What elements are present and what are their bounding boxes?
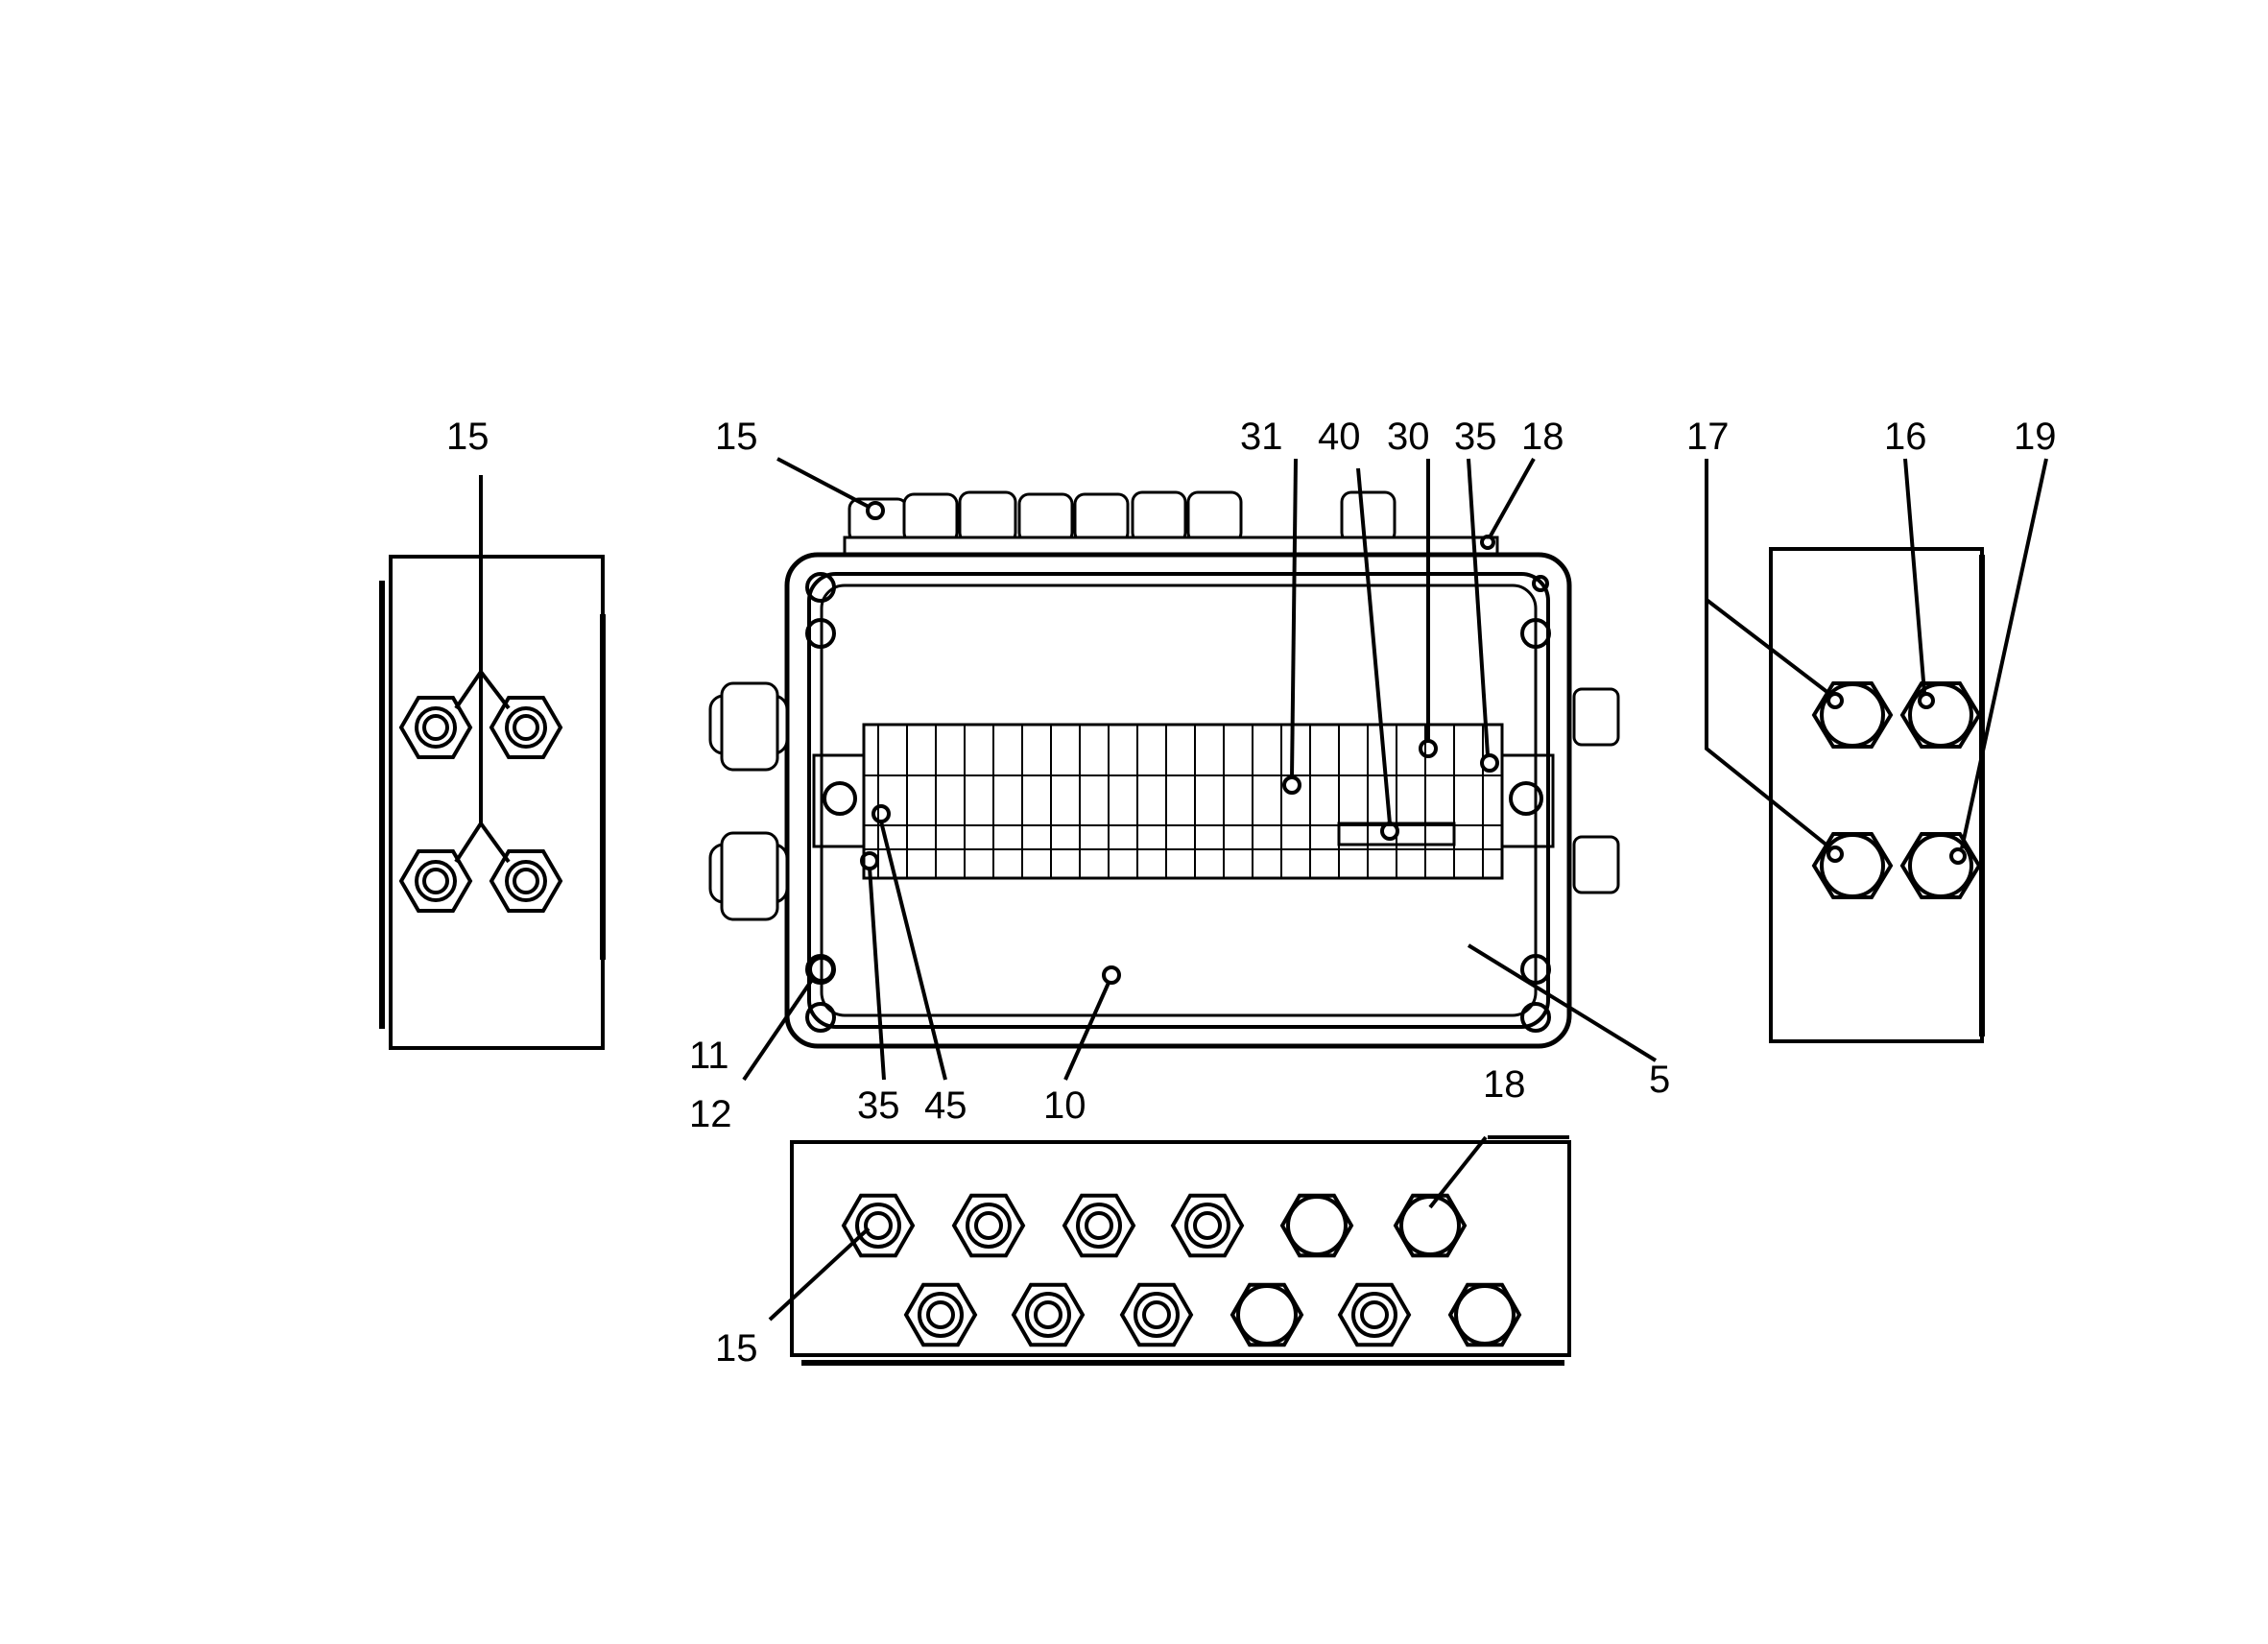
bottom-gland-hex	[903, 1282, 978, 1347]
callout-bottom-5: 5	[1649, 1059, 1670, 1101]
right-gland-hex	[1811, 832, 1894, 899]
bottom-gland-hex	[1393, 1193, 1468, 1258]
left-side-glands	[708, 681, 789, 921]
callout-labels: 15 15 31 40 30 35 18 17 16 19 11 12 35 4…	[446, 416, 2057, 1370]
main-front-view	[708, 457, 1658, 1082]
callout-bottom-45: 45	[924, 1084, 967, 1127]
bottom-gland-hex	[951, 1193, 1026, 1258]
right-gland-hex	[1899, 681, 1982, 749]
bottom-gland-hex	[1119, 1282, 1194, 1347]
terminal-grid	[864, 725, 1502, 878]
bottom-gland-hex	[1011, 1282, 1086, 1347]
callout-bottom-35: 35	[857, 1084, 900, 1127]
bottom-gland-hex	[841, 1193, 916, 1258]
callout-top-30: 30	[1387, 416, 1430, 458]
left-gland-hex	[398, 696, 473, 759]
callout-left-15: 15	[446, 416, 489, 458]
bottom-gland-hex	[1062, 1193, 1136, 1258]
callout-top-31: 31	[1240, 416, 1283, 458]
leader-lines	[742, 457, 1658, 1082]
callout-right-17: 17	[1686, 416, 1730, 458]
right-side-view	[1705, 458, 2048, 1043]
callout-bottom-10: 10	[1043, 1084, 1086, 1127]
left-gland-hex	[489, 849, 563, 913]
bottom-gland-hex	[1337, 1282, 1412, 1347]
bottom-view	[768, 1135, 1571, 1366]
right-gland-hex	[1811, 681, 1894, 749]
callout-right-19: 19	[2014, 416, 2057, 458]
bottom-gland-hex	[1229, 1282, 1304, 1347]
left-gland-hex	[398, 849, 473, 913]
bottom-gland-hex	[1447, 1282, 1522, 1347]
right-gland-hex	[1899, 832, 1982, 899]
callout-right-16: 16	[1884, 416, 1927, 458]
callout-bottom-12: 12	[689, 1093, 732, 1135]
callout-top-35: 35	[1454, 416, 1497, 458]
callout-bottom-11: 11	[689, 1035, 729, 1077]
bottom-gland-hex	[1279, 1193, 1354, 1258]
callout-lower-15: 15	[715, 1327, 758, 1370]
callout-lower-18: 18	[1483, 1063, 1526, 1106]
top-glands	[843, 490, 1499, 557]
callout-top-40: 40	[1318, 416, 1361, 458]
left-side-view	[379, 475, 606, 1050]
callout-top-15: 15	[715, 416, 758, 458]
bottom-gland-hex	[1170, 1193, 1245, 1258]
left-gland-hex	[489, 696, 563, 759]
right-side-glands	[1572, 687, 1620, 894]
callout-top-18: 18	[1521, 416, 1564, 458]
